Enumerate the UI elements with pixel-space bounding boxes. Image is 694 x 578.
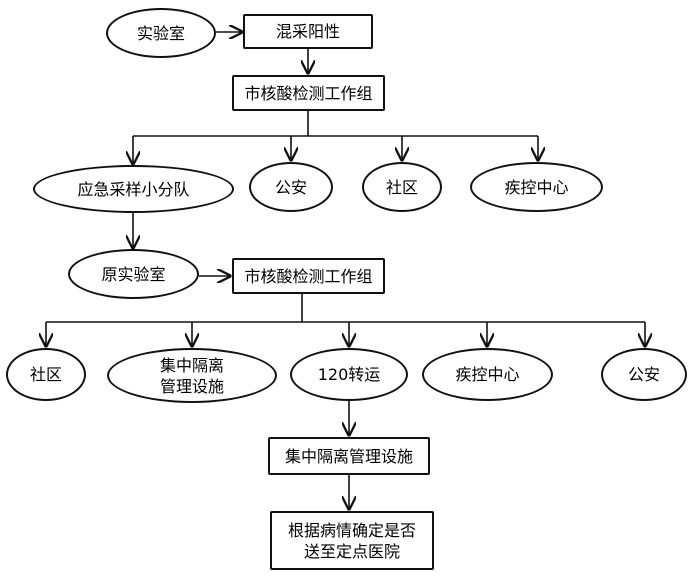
node-city-group-2: 市核酸检测工作组 [232,258,385,294]
node-mixed-positive: 混采阳性 [243,14,373,49]
node-police-1: 公安 [249,162,333,212]
node-community-1: 社区 [362,162,442,212]
node-quarantine-box: 集中隔离管理设施 [268,437,430,475]
node-original-lab: 原实验室 [68,249,199,299]
node-police-2: 公安 [601,348,687,401]
node-lab: 实验室 [106,8,216,58]
node-cdc-1: 疾控中心 [470,162,603,212]
node-transfer-120: 120转运 [290,348,408,401]
node-community-2: 社区 [6,348,86,401]
node-sampling-team: 应急采样小分队 [33,165,234,213]
node-cdc-2: 疾控中心 [422,348,553,401]
node-decision: 根据病情确定是否 送至定点医院 [270,511,434,570]
node-city-group-1: 市核酸检测工作组 [232,75,385,111]
node-quarantine-facility: 集中隔离 管理设施 [107,348,277,403]
